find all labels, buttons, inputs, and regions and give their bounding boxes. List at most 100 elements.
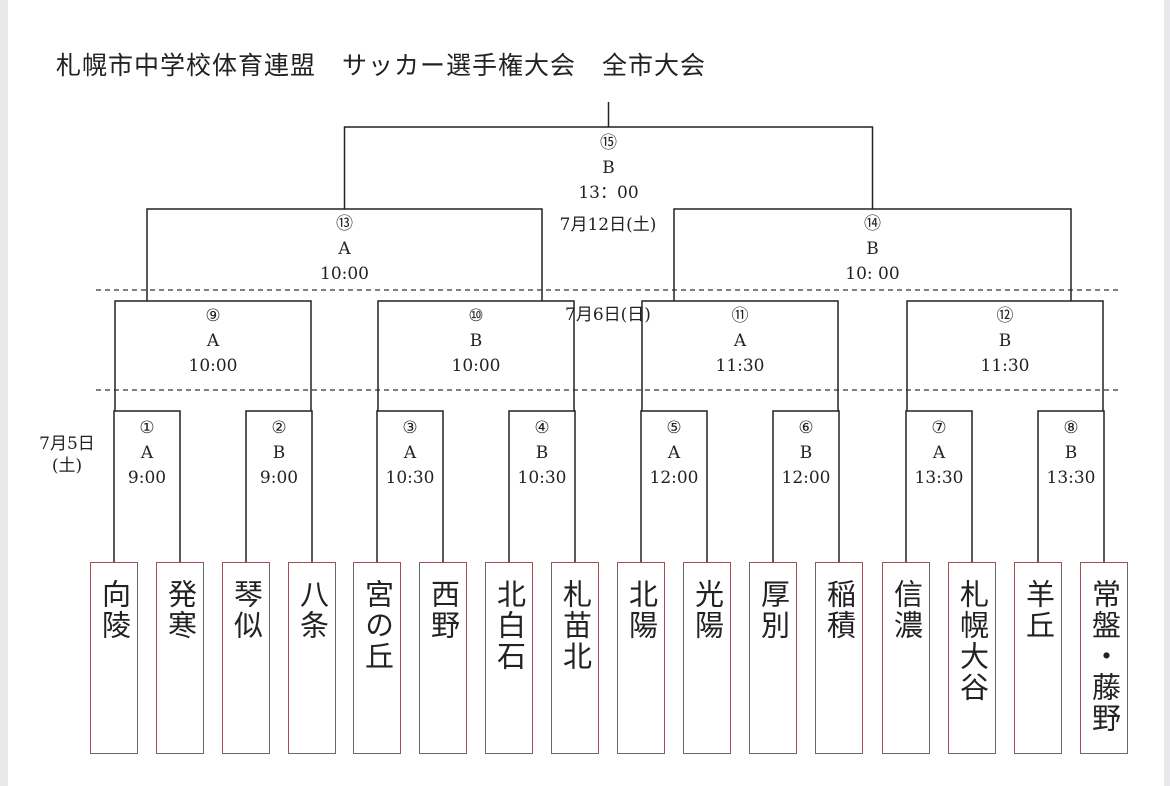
team-box: 常盤・藤野 [1080,562,1128,754]
match-time: 10:30 [517,468,567,488]
match-label-r2: ⑫ B 11:30 [981,304,1030,379]
match-time: 13:30 [1046,468,1096,488]
match-time: 13：00 [578,183,639,203]
match-label-semi: ⑭ B 10: 00 [845,212,899,287]
match-connector-r1 [245,410,313,562]
team-name: 北陽 [624,579,659,641]
match-no: ⑦ [931,418,947,438]
match-connector-r2 [641,300,839,411]
match-no: ⑭ [864,214,881,234]
match-no: ⑧ [1063,418,1079,438]
match-no: ② [271,418,287,438]
team-name: 羊丘 [1021,579,1056,641]
match-time: 9:00 [127,468,167,488]
team-box: 八条 [288,562,336,754]
match-label-r1: ③ A 10:30 [386,416,435,491]
match-connector-r1 [113,410,181,562]
team-box: 羊丘 [1014,562,1062,754]
match-court: A [932,443,946,463]
match-court: A [206,331,220,351]
match-court: A [733,331,747,351]
match-no: ⑫ [996,306,1014,326]
match-no: ③ [402,418,418,438]
match-no: ⑪ [731,306,749,326]
match-no: ⑮ [599,133,617,153]
match-no: ⑥ [798,418,814,438]
match-label-final: ⑮ B 13：00 [578,131,638,206]
team-name: 発寒 [163,579,198,641]
match-court: B [535,443,549,463]
match-court: B [602,158,615,178]
match-court: B [469,331,483,351]
date-day2: 7月6日(日) [565,305,651,325]
left-edge [0,0,8,786]
match-court: B [1064,443,1078,463]
team-name: 光陽 [690,579,725,641]
team-name: 常盤・藤野 [1087,579,1122,734]
match-no: ④ [534,418,550,438]
team-box: 琴似 [222,562,270,754]
team-name: 北白石 [492,579,527,672]
team-box: 西野 [419,562,467,754]
team-box: 宮の丘 [353,562,401,754]
match-court: B [998,331,1012,351]
team-box: 厚別 [749,562,797,754]
match-time: 10:00 [320,264,369,284]
page-title: 札幌市中学校体育連盟 サッカー選手権大会 全市大会 [56,51,707,80]
team-box: 発寒 [156,562,204,754]
team-box: 光陽 [683,562,731,754]
date-day1: 7月5日 (土) [39,434,95,476]
match-court: B [799,443,813,463]
match-no: ① [139,418,155,438]
team-name: 稲積 [822,579,857,641]
match-connector-r1 [1037,410,1105,562]
match-court: A [667,443,681,463]
match-time: 12:00 [781,468,831,488]
team-name: 琴似 [229,579,264,641]
team-box: 北陽 [617,562,665,754]
team-name: 信濃 [889,579,924,641]
match-time: 10:00 [451,356,501,376]
team-name: 札苗北 [558,579,593,672]
team-name: 宮の丘 [360,579,395,672]
match-no: ⑨ [205,306,221,326]
team-name: 向陵 [97,579,132,641]
match-label-r2: ⑪ A 11:30 [716,304,765,379]
match-court: A [140,443,154,463]
team-box: 向陵 [90,562,138,754]
team-box: 札苗北 [551,562,599,754]
match-label-r1: ⑥ B 12:00 [782,416,831,491]
match-connector-r1 [508,410,576,562]
match-connector-r1 [640,410,708,562]
match-time: 12:00 [649,468,699,488]
team-box: 北白石 [485,562,533,754]
match-label-r1: ① A 9:00 [128,416,166,491]
match-court: B [272,443,286,463]
match-connector-r1 [376,410,444,562]
team-name: 八条 [295,579,330,641]
team-box: 稲積 [815,562,863,754]
match-time: 10:30 [385,468,435,488]
match-connector-r1 [905,410,973,562]
match-court: B [866,239,879,259]
match-connector-r2 [377,300,575,411]
match-label-r1: ⑧ B 13:30 [1047,416,1096,491]
match-time: 11:30 [715,356,765,376]
team-name: 西野 [426,579,461,641]
match-time: 11:30 [980,356,1030,376]
match-time: 10: 00 [845,264,900,284]
match-label-r1: ④ B 10:30 [518,416,567,491]
match-connector-r1 [772,410,840,562]
team-name: 札幌大谷 [955,579,990,703]
match-time: 13:30 [914,468,964,488]
team-box: 札幌大谷 [948,562,996,754]
match-court: A [403,443,417,463]
right-edge [1164,0,1170,786]
match-no: ⑬ [336,214,353,234]
